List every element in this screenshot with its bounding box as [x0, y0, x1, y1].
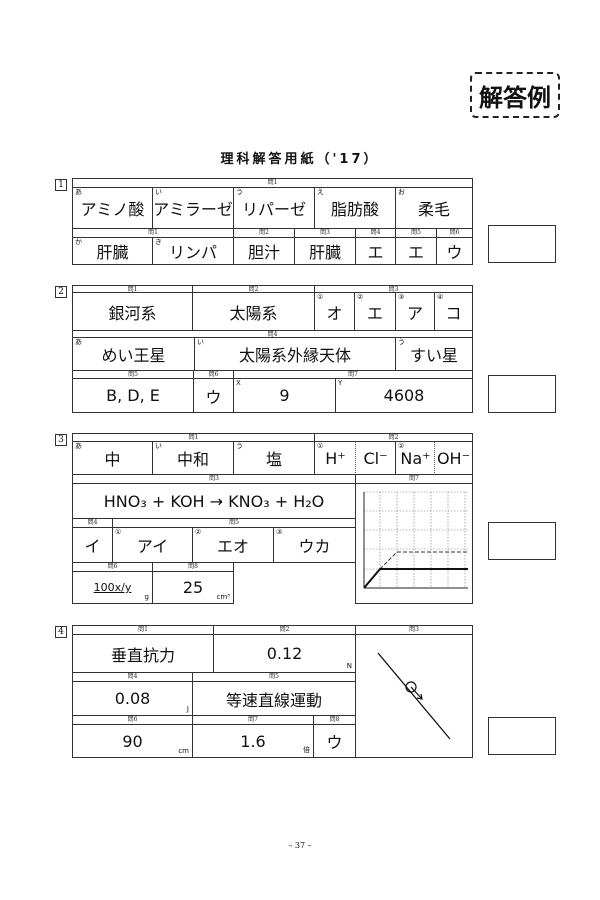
answer-cell: エ: [355, 237, 396, 265]
score-box: [488, 375, 556, 413]
answer-cell: 銀河系: [72, 292, 193, 331]
answer-cell: HNO₃ + KOH → KNO₃ + H₂O: [72, 483, 356, 519]
answer-cell: ウ: [313, 724, 356, 758]
answer-cell: 肝臓: [294, 237, 356, 265]
answer-cell: B, D, E: [72, 378, 194, 413]
answer-cell: い中和: [152, 441, 234, 475]
answer-cell: あめい王星: [72, 337, 195, 371]
page-number: – 37 –: [288, 841, 312, 850]
graph-drawing: [363, 491, 468, 589]
score-box: [488, 225, 556, 263]
answer-cell: 等速直線運動: [192, 681, 356, 716]
section-number: 4: [55, 626, 67, 638]
answer-cell: エ: [395, 237, 437, 265]
page-title: 理科解答用紙（'17）: [220, 152, 380, 167]
answer-cell: 太陽系: [192, 292, 315, 331]
section-number: 2: [55, 286, 67, 298]
answer-cell: うリパーゼ: [233, 187, 315, 229]
answer-cell: え脂肪酸: [314, 187, 396, 229]
graph-answer: [355, 483, 473, 604]
score-box: [488, 717, 556, 755]
answer-cell: Cl⁻: [355, 441, 396, 475]
answer-example-stamp: 解答例: [470, 72, 560, 118]
answer-cell: きリンパ: [152, 237, 234, 265]
answer-cell: イ: [72, 527, 113, 563]
answer-cell: OH⁻: [434, 441, 473, 475]
answer-cell: あアミノ酸: [72, 187, 153, 229]
section-number: 3: [55, 434, 67, 446]
incline-force-drawing: [377, 652, 451, 740]
answer-cell: 垂直抗力: [72, 634, 214, 673]
answer-cell: か肝臓: [72, 237, 153, 265]
answer-cell: う塩: [233, 441, 315, 475]
answer-cell: ウ: [193, 378, 234, 413]
answer-cell: うすい星: [395, 337, 473, 371]
answer-cell: いアミラーゼ: [152, 187, 234, 229]
answer-cell: お柔毛: [395, 187, 473, 229]
answer-cell: 胆汁: [233, 237, 295, 265]
answer-cell: ウ: [436, 237, 473, 265]
answer-cell: い太陽系外縁天体: [194, 337, 396, 371]
answer-cell: あ中: [72, 441, 153, 475]
section-number: 1: [55, 179, 67, 191]
score-box: [488, 522, 556, 560]
incline-diagram-answer: [355, 634, 473, 758]
